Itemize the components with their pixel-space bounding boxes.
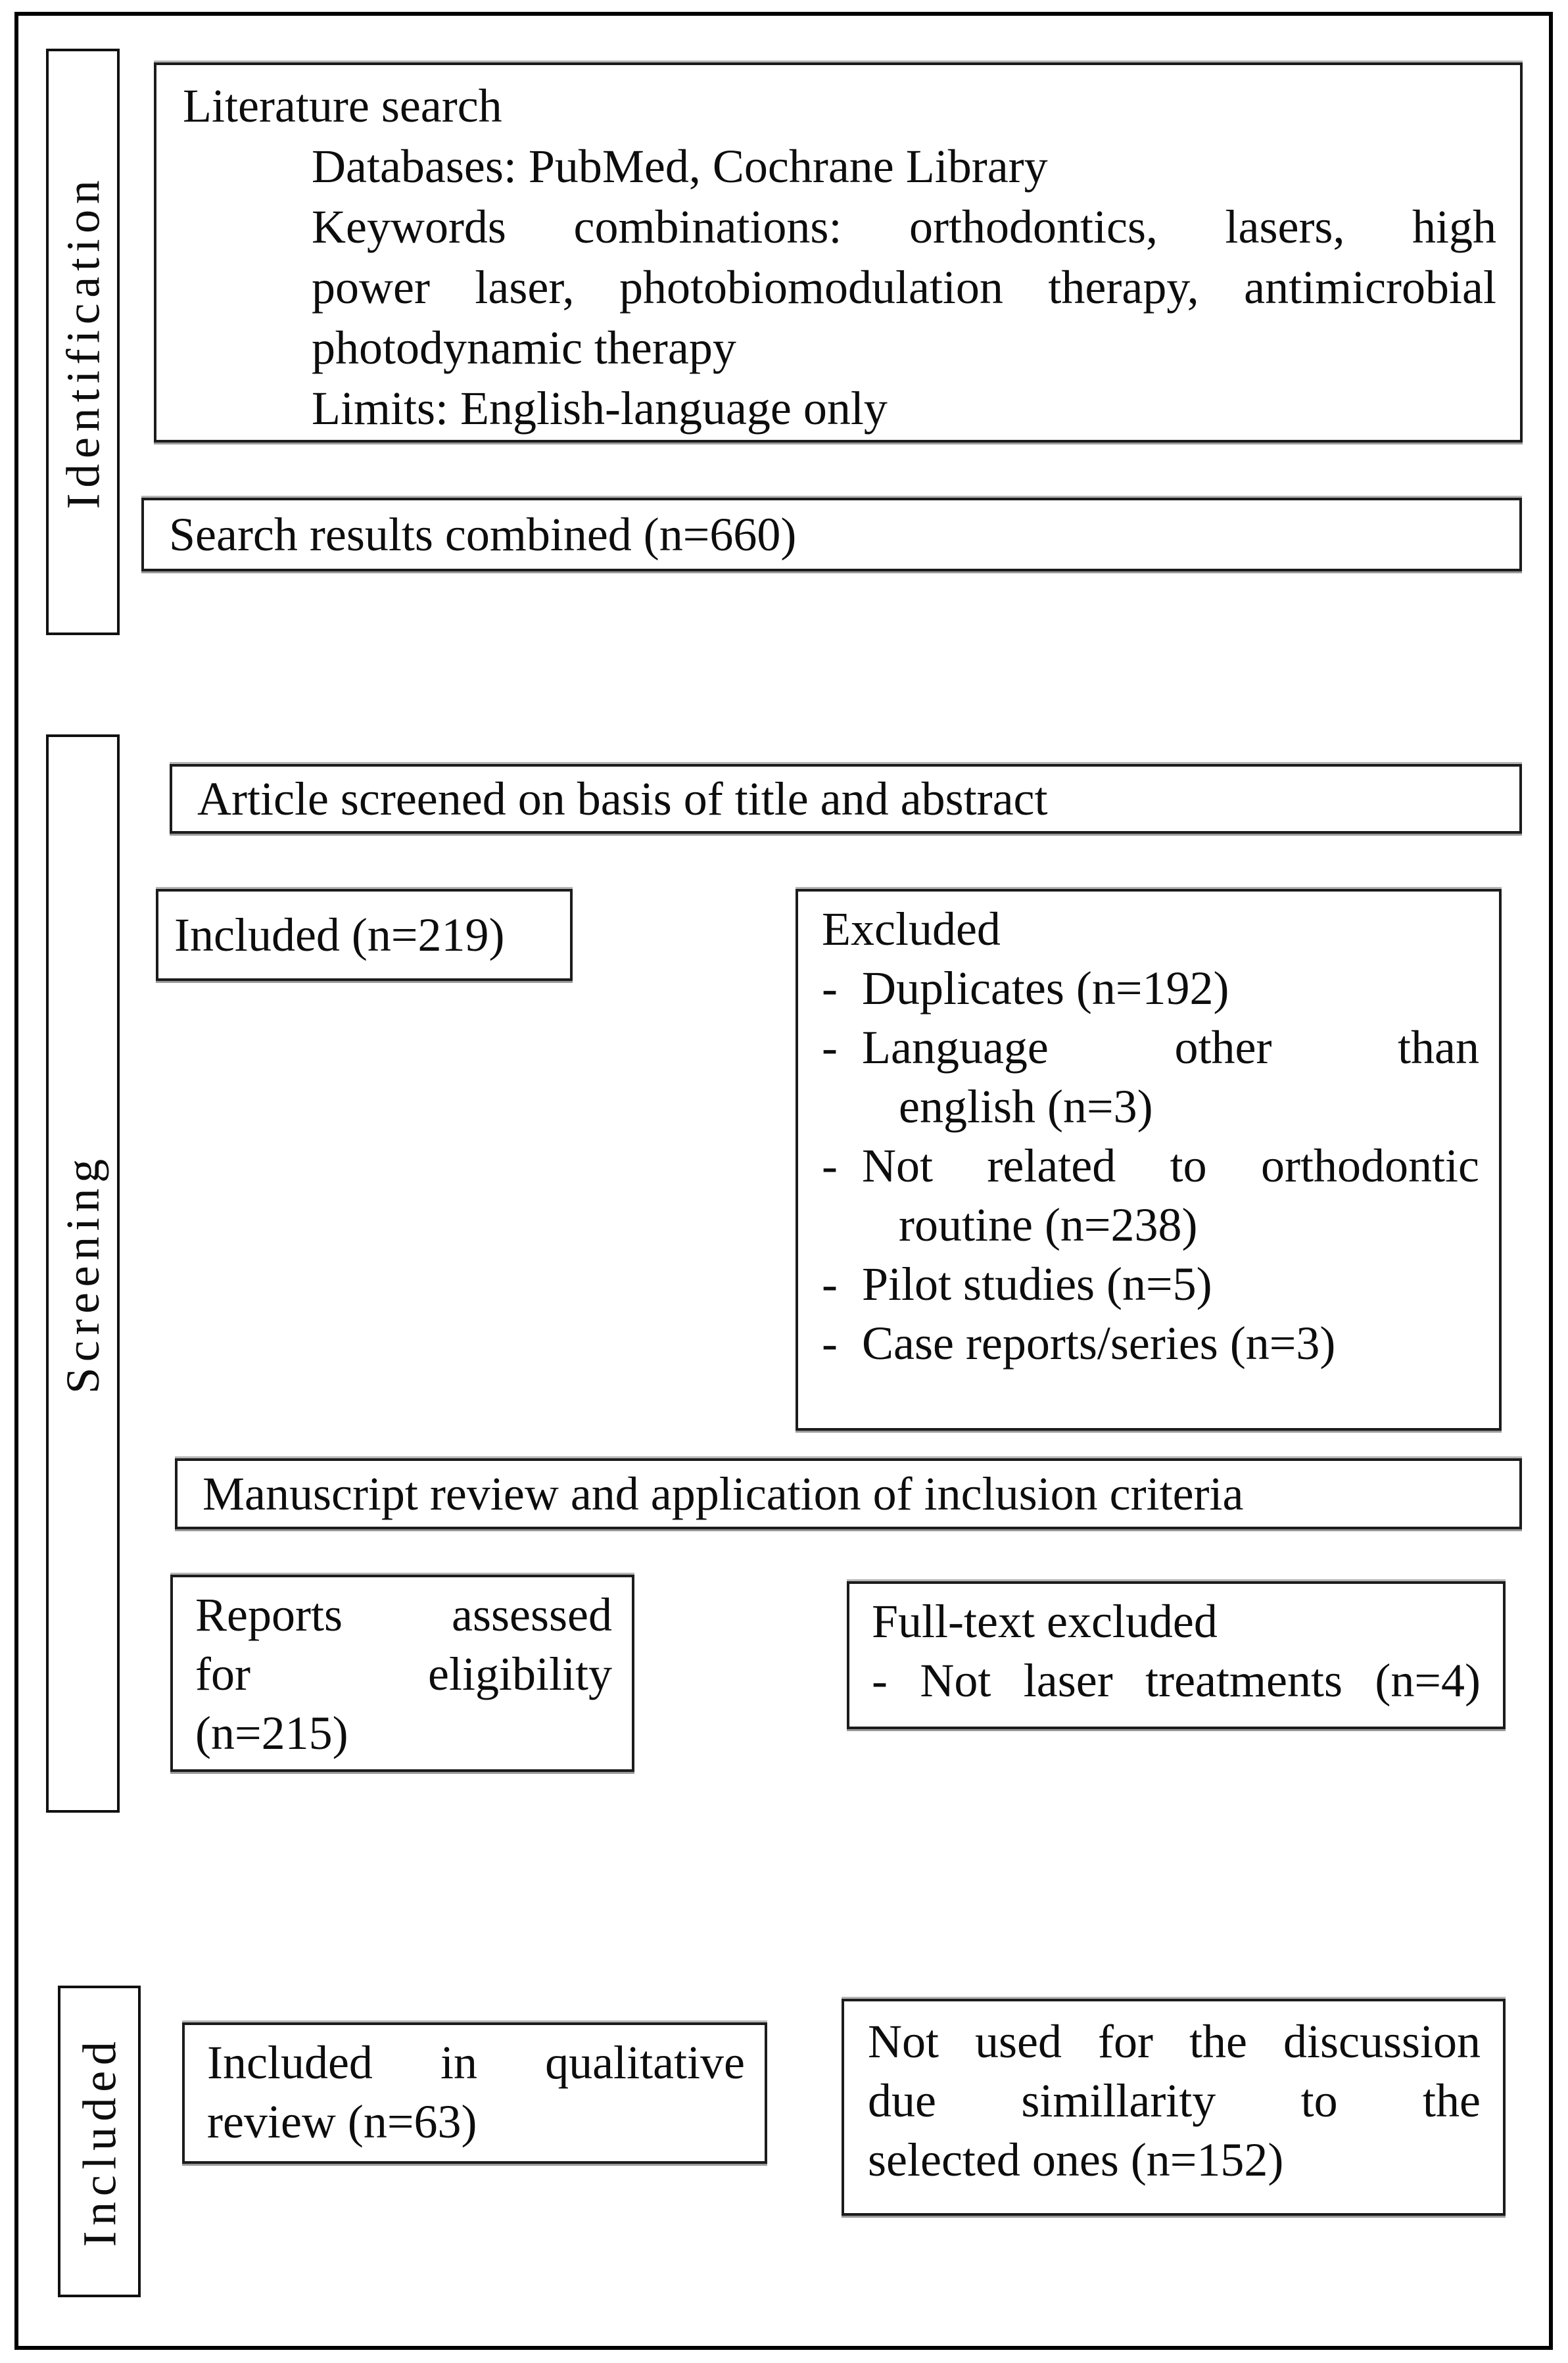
excluded-box: Excluded - Duplicates (n=192) - Language… [796, 889, 1502, 1431]
qualitative-included-line2: review (n=63) [207, 2095, 477, 2148]
literature-keywords-line1: Keywords combinations: orthodontics, las… [312, 201, 1496, 253]
dash-marker: - [822, 962, 838, 1014]
excluded-item-line: Not related to orthodontic [862, 1139, 1479, 1192]
not-used-box: Not used for the discussion due simillar… [842, 1999, 1506, 2216]
included-screening-box: Included (n=219) [156, 889, 573, 981]
included-screening-text: Included (n=219) [174, 909, 505, 961]
qualitative-included-box: Included in qualitative review (n=63) [182, 2022, 767, 2164]
stage-label-identification-text: Identification [57, 174, 109, 510]
reports-assessed-box: Reports assessed for eligibility (n=215) [170, 1575, 634, 1772]
stage-label-included: Included [58, 1986, 141, 2297]
literature-limits: Limits: English-language only [312, 382, 888, 435]
excluded-item-line: Pilot studies (n=5) [862, 1258, 1212, 1310]
article-screened-text: Article screened on basis of title and a… [197, 773, 1048, 825]
dash-marker: - [822, 1139, 838, 1192]
excluded-title: Excluded [822, 903, 1001, 955]
qualitative-included-line1: Included in qualitative [207, 2036, 745, 2089]
reports-assessed-line3: (n=215) [195, 1707, 348, 1759]
excluded-item-line: Case reports/series (n=3) [862, 1317, 1336, 1370]
not-used-line3: selected ones (n=152) [868, 2134, 1284, 2186]
search-results-box: Search results combined (n=660) [141, 498, 1522, 571]
manuscript-review-text: Manuscript review and application of inc… [202, 1468, 1244, 1520]
fulltext-excluded-title: Full-text excluded [872, 1595, 1218, 1648]
dash-marker: - [822, 1021, 838, 1074]
stage-label-included-text: Included [73, 2036, 126, 2247]
excluded-item-duplicates: - Duplicates (n=192) [798, 959, 1479, 1018]
dash-marker: - [822, 1258, 838, 1310]
not-used-line2: due simillarity to the [868, 2074, 1481, 2127]
literature-databases: Databases: PubMed, Cochrane Library [312, 140, 1048, 193]
stage-label-identification: Identification [46, 49, 120, 635]
excluded-item-language: - Language other than english (n=3) [798, 1018, 1479, 1136]
fulltext-excluded-box: Full-text excluded - Not laser treatment… [847, 1581, 1506, 1729]
article-screened-box: Article screened on basis of title and a… [170, 764, 1522, 834]
search-results-text: Search results combined (n=660) [169, 508, 797, 561]
reports-assessed-line2: for eligibility [195, 1648, 612, 1700]
dash-marker: - [822, 1317, 838, 1370]
excluded-item-not-related: - Not related to orthodontic routine (n=… [798, 1136, 1479, 1254]
excluded-item-pilot: - Pilot studies (n=5) [798, 1254, 1479, 1314]
excluded-item-line: Language other than [862, 1021, 1479, 1074]
excluded-item-continuation: routine (n=238) [899, 1199, 1198, 1251]
literature-title: Literature search [183, 80, 502, 132]
literature-keywords-line2: power laser, photobiomodulation therapy,… [312, 261, 1496, 314]
excluded-item-line: Duplicates (n=192) [862, 962, 1229, 1014]
not-used-line1: Not used for the discussion [868, 2015, 1481, 2068]
literature-keywords-line3: photodynamic therapy [312, 322, 736, 374]
reports-assessed-line1: Reports assessed [195, 1588, 612, 1641]
fulltext-excluded-line: - Not laser treatments (n=4) [872, 1654, 1481, 1707]
stage-label-screening-text: Screening [57, 1153, 109, 1394]
excluded-item-continuation: english (n=3) [899, 1080, 1153, 1133]
stage-label-screening: Screening [46, 734, 120, 1813]
manuscript-review-box: Manuscript review and application of inc… [175, 1458, 1522, 1529]
excluded-item-case-reports: - Case reports/series (n=3) [798, 1314, 1479, 1373]
literature-search-box: Literature search Databases: PubMed, Coc… [154, 62, 1523, 442]
